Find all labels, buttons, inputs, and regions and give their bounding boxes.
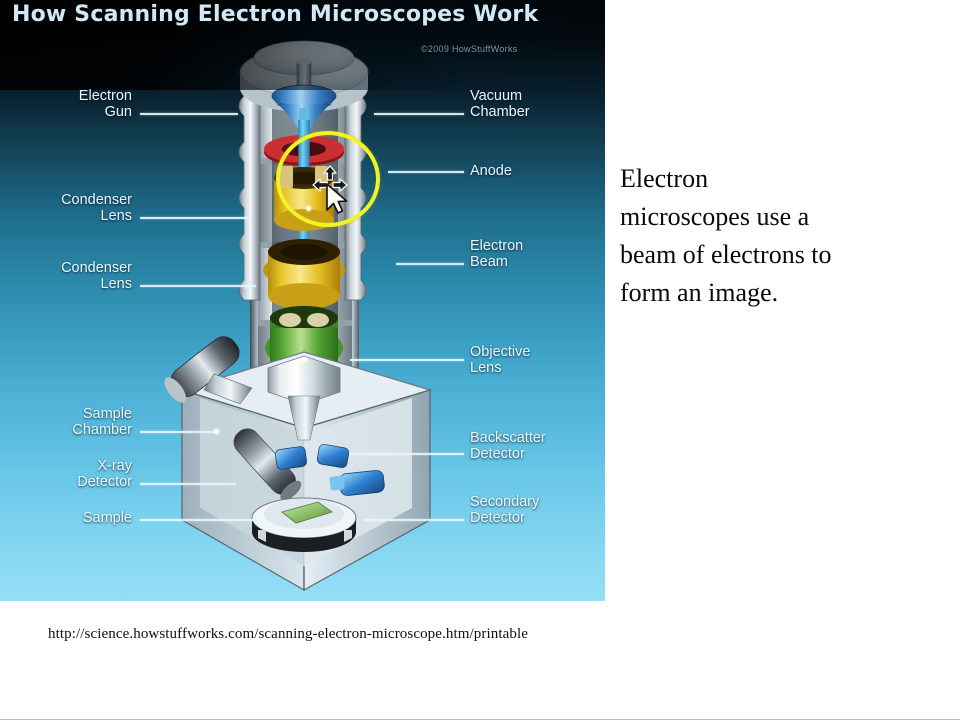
leader-dot-objective-lens	[302, 357, 307, 362]
label-electron-beam: Electron Beam	[470, 238, 524, 270]
leader-line-secondary-detector	[364, 519, 464, 521]
source-url-caption: http://science.howstuffworks.com/scannin…	[48, 626, 529, 642]
leader-line-condenser-lens-1	[140, 217, 250, 219]
label-vacuum-chamber: Vacuum Chamber	[470, 88, 530, 120]
label-condenser-lens-2: Condenser Lens	[61, 260, 132, 292]
label-electron-gun: Electron Gun	[78, 88, 132, 120]
leader-line-electron-gun	[140, 113, 238, 115]
diagram-title: How Scanning Electron Microscopes Work	[12, 2, 539, 27]
copyright-notice: ©2009 HowStuffWorks	[421, 44, 518, 54]
label-backscatter-detector: Backscatter Detector	[470, 430, 546, 462]
label-anode: Anode	[470, 163, 512, 179]
leader-dot-sample-chamber	[214, 429, 219, 434]
label-sample-chamber: Sample Chamber	[72, 406, 132, 438]
slide-body-text: Electron microscopes use a beam of elect…	[620, 160, 950, 312]
body-text-line-3: beam of electrons to	[620, 240, 832, 269]
leader-line-sample	[140, 519, 264, 521]
body-text-line-4: form an image.	[620, 278, 779, 307]
leader-line-backscatter-detector	[350, 453, 464, 455]
body-text-line-1: Electron	[620, 164, 709, 193]
leader-line-vacuum-chamber	[374, 113, 464, 115]
move-cursor	[312, 165, 348, 214]
leader-line-anode	[388, 171, 464, 173]
leader-line-x-ray-detector	[140, 483, 236, 485]
leader-line-sample-chamber	[140, 431, 218, 433]
leader-line-electron-beam	[396, 263, 464, 265]
body-text-line-2: microscopes use a	[620, 202, 810, 231]
sem-diagram-image: How Scanning Electron Microscopes Work ©…	[0, 0, 605, 601]
highlight-circle-annotation	[276, 131, 380, 227]
label-secondary-detector: Secondary Detector	[470, 494, 540, 526]
label-sample: Sample	[82, 510, 132, 526]
leader-line-condenser-lens-2	[140, 285, 256, 287]
label-condenser-lens-1: Condenser Lens	[61, 192, 132, 224]
label-x-ray-detector: X-ray Detector	[77, 458, 132, 490]
leader-line-objective-lens	[350, 359, 464, 361]
label-objective-lens: Objective Lens	[470, 344, 531, 376]
